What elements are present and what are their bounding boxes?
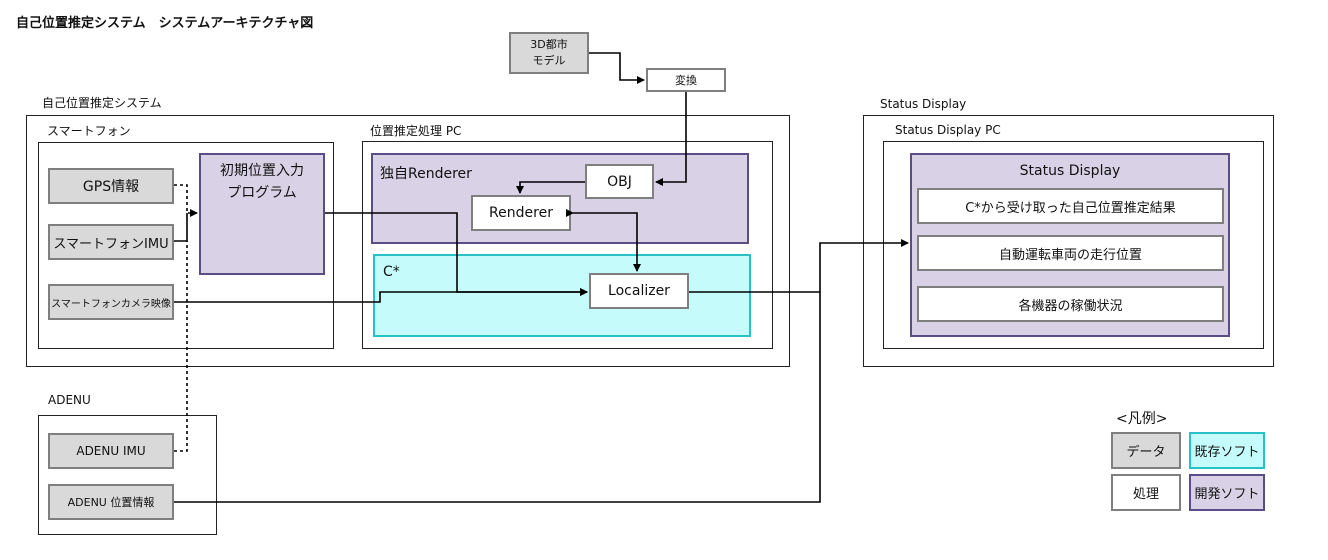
legend-developed: 開発ソフト bbox=[1189, 474, 1265, 511]
adenu-position-node: ADENU 位置情報 bbox=[48, 484, 174, 520]
status-display-title: Status Display bbox=[1019, 163, 1121, 179]
edge-initprogram-localizer bbox=[325, 212, 588, 296]
edge-localizer-status bbox=[689, 239, 909, 293]
edge-camera-localizer bbox=[174, 288, 588, 303]
edge-obj-renderer bbox=[516, 181, 585, 194]
edge-adenu-imu bbox=[174, 241, 188, 452]
adenu-label: ADENU bbox=[48, 393, 91, 407]
legend-existing: 既存ソフト bbox=[1189, 432, 1265, 469]
pc-label: 位置推定処理 PC bbox=[370, 124, 462, 138]
edge-imu-initprogram bbox=[174, 213, 188, 242]
convert-node: 変換 bbox=[646, 68, 726, 92]
obj-node: OBJ bbox=[585, 164, 654, 199]
system-frame-label: 自己位置推定システム bbox=[42, 96, 162, 110]
status-item-devices: 各機器の稼働状況 bbox=[917, 286, 1224, 322]
city-model-node: 3D都市 モデル bbox=[509, 32, 589, 74]
smartphone-label: スマートフォン bbox=[47, 124, 131, 138]
status-item-vehicle: 自動運転車両の走行位置 bbox=[917, 235, 1224, 271]
legend-data: データ bbox=[1111, 432, 1181, 469]
edge-citymodel-convert bbox=[589, 52, 645, 84]
status-frame-label: Status Display bbox=[880, 97, 967, 111]
status-pc-label: Status Display PC bbox=[895, 123, 1001, 137]
cstar-label: C* bbox=[383, 264, 400, 280]
edge-convert-obj bbox=[655, 92, 687, 186]
adenu-imu-node: ADENU IMU bbox=[48, 433, 174, 469]
smartphone-camera-node: スマートフォンカメラ映像 bbox=[48, 284, 174, 320]
gps-node: GPS情報 bbox=[48, 168, 174, 204]
legend-process: 処理 bbox=[1111, 474, 1181, 511]
legend-title: <凡例> bbox=[1116, 411, 1168, 427]
localizer-node: Localizer bbox=[589, 273, 689, 309]
edge-renderer-localizer bbox=[566, 209, 641, 272]
renderer-node: Renderer bbox=[471, 195, 571, 231]
renderer-group-label: 独自Renderer bbox=[380, 166, 472, 182]
status-item-result: C*から受け取った自己位置推定結果 bbox=[917, 188, 1224, 224]
diagram-title: 自己位置推定システム システムアーキテクチャ図 bbox=[16, 16, 314, 31]
init-program-label: 初期位置入力 プログラム bbox=[220, 163, 304, 201]
edge-gps-initprogram bbox=[174, 184, 198, 217]
edge-adenu-status bbox=[174, 292, 821, 503]
init-program-node bbox=[199, 153, 325, 275]
smartphone-imu-node: スマートフォンIMU bbox=[48, 224, 174, 260]
